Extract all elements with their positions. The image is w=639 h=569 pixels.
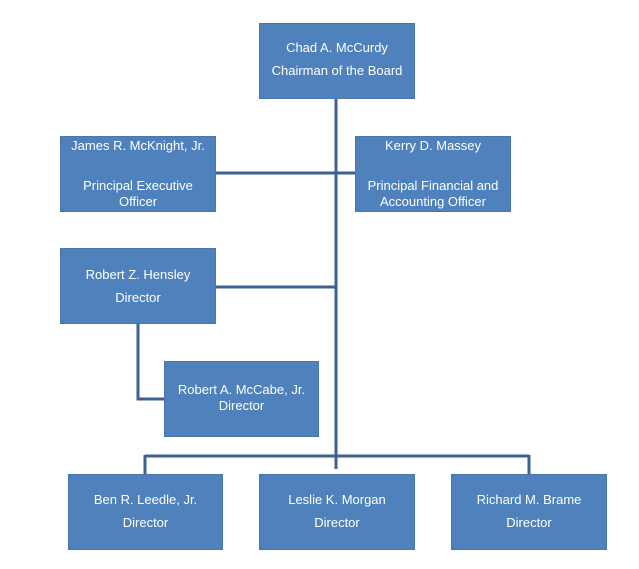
director-title: Director — [506, 515, 552, 530]
mccabe-name: Robert A. McCabe, Jr. — [177, 382, 306, 397]
mccabe-connector — [136, 324, 164, 401]
director-title: Director — [122, 515, 169, 530]
pfa-officer-title-line2: Accounting Officer — [380, 194, 486, 209]
chairman-box: Chad A. McCurdy Chairman of the Board — [259, 23, 415, 99]
chairman-name: Chad A. McCurdy — [286, 40, 388, 55]
mccabe-box: Robert A. McCabe, Jr. Director — [164, 361, 319, 437]
director-box-morgan: Leslie K. Morgan Director — [259, 474, 415, 550]
hensley-box: Robert Z. Hensley Director — [60, 248, 216, 324]
director-title: Director — [314, 515, 360, 530]
director-box-brame: Richard M. Brame Director — [451, 474, 607, 550]
chairman-title: Chairman of the Board — [271, 63, 403, 78]
hensley-name: Robert Z. Hensley — [85, 267, 191, 282]
pe-officer-title-line2: Officer — [118, 194, 158, 209]
director-name: Richard M. Brame — [476, 492, 582, 507]
pe-officer-title-line1: Principal Executive — [83, 178, 193, 193]
pfa-officer-name: Kerry D. Massey — [384, 138, 482, 153]
director-box-leedle: Ben R. Leedle, Jr. Director — [68, 474, 223, 550]
director-name: Ben R. Leedle, Jr. — [93, 492, 198, 507]
principal-financial-officer-box: Kerry D. Massey Principal Financial and … — [355, 136, 511, 212]
pfa-officer-title-line1: Principal Financial and — [367, 178, 499, 193]
director-name: Leslie K. Morgan — [288, 492, 386, 507]
mccabe-title: Director — [218, 398, 265, 413]
hensley-title: Director — [115, 290, 161, 305]
principal-executive-officer-box: James R. McKnight, Jr. Principal Executi… — [60, 136, 216, 212]
pe-officer-name: James R. McKnight, Jr. — [71, 138, 205, 153]
